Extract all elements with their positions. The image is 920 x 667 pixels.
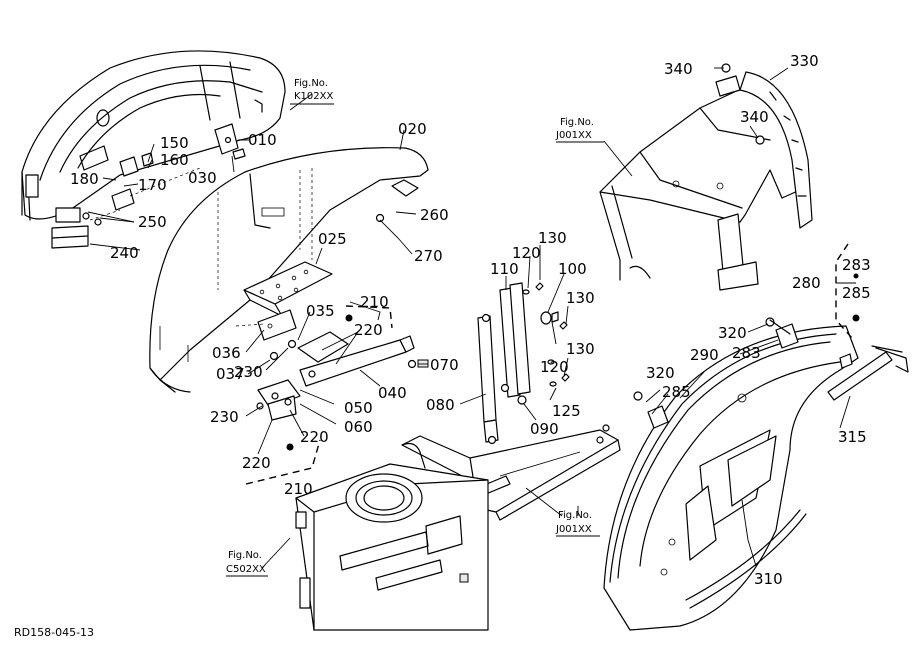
part-label-170: 170: [138, 176, 167, 194]
fuel-tank: [295, 463, 489, 631]
part-label-130-bottom: 130: [566, 340, 595, 358]
part-label-210-bottom: 210: [284, 480, 313, 498]
lower-frame: [401, 424, 621, 521]
fig-ref-j001-top-line1: Fig.No.: [560, 117, 594, 128]
part-label-340-bottom: 340: [740, 108, 769, 126]
part-label-310: 310: [754, 570, 783, 588]
part-label-120-bottom: 120: [540, 358, 569, 376]
leader-lines: [87, 67, 856, 569]
part-label-160: 160: [160, 151, 189, 169]
side-cover-020: [149, 147, 429, 393]
part-label-220-mid: 220: [300, 428, 329, 446]
part-label-330: 330: [790, 52, 819, 70]
part-label-285-top: 285: [842, 284, 871, 302]
hood-hardware: [51, 123, 246, 249]
part-label-270: 270: [414, 247, 443, 265]
part-label-230-top: 230: [234, 363, 263, 381]
part-label-020: 020: [398, 120, 427, 138]
part-label-150: 150: [160, 134, 189, 152]
part-label-320-top: 320: [718, 324, 747, 342]
fig-ref-j001-mid-line1: Fig.No.: [558, 510, 592, 521]
drawing-code: RD158-045-13: [14, 626, 94, 639]
part-label-230-bottom: 230: [210, 408, 239, 426]
rops-frame: [599, 79, 801, 291]
part-label-070: 070: [430, 356, 459, 374]
part-label-100: 100: [558, 260, 587, 278]
part-number-labels: 010 020 025 030 035 036 037 040 050 060 …: [70, 52, 871, 588]
part-label-260: 260: [420, 206, 449, 224]
part-label-315: 315: [838, 428, 867, 446]
bracket-025: [243, 261, 333, 361]
fig-ref-j001-top-line2: J001XX: [555, 130, 592, 141]
part-label-320-bottom: 320: [646, 364, 675, 382]
seal-315: [827, 345, 909, 401]
ref-dot-280: [852, 314, 860, 322]
part-label-220-bottom: 220: [242, 454, 271, 472]
part-label-025: 025: [318, 230, 347, 248]
part-label-010: 010: [248, 131, 277, 149]
fender-hardware: [633, 317, 853, 429]
ref-dot-283: [853, 273, 859, 279]
part-label-130-mid: 130: [566, 289, 595, 307]
part-label-180: 180: [70, 170, 99, 188]
hinge-arm-040: [256, 331, 429, 421]
part-label-290: 290: [690, 346, 719, 364]
fig-callout-lines: [226, 103, 604, 577]
fig-ref-j001-mid-line2: J001XX: [555, 524, 592, 535]
part-label-250: 250: [138, 213, 167, 231]
fig-ref-c502-line2: C502XX: [226, 564, 266, 575]
fender-290: [603, 325, 859, 631]
part-label-036: 036: [212, 344, 241, 362]
part-label-090: 090: [530, 420, 559, 438]
part-label-080: 080: [426, 396, 455, 414]
ref-dot-220: [286, 443, 294, 451]
part-label-037: 037: [216, 365, 245, 383]
part-label-035: 035: [306, 302, 335, 320]
fig-ref-c502-line1: Fig.No.: [228, 550, 262, 561]
part-label-060: 060: [344, 418, 373, 436]
ref-dot-210: [345, 314, 353, 322]
gas-strut: [477, 282, 531, 445]
part-label-110: 110: [490, 260, 519, 278]
construction-lines: [129, 167, 313, 327]
part-label-120-top: 120: [512, 244, 541, 262]
fig-ref-k102-line2: K102XX: [294, 91, 333, 102]
part-label-125: 125: [552, 402, 581, 420]
reference-dots: [286, 273, 860, 451]
part-label-240: 240: [110, 244, 139, 262]
group-brackets: [245, 243, 853, 485]
part-label-030: 030: [188, 169, 217, 187]
part-label-040: 040: [378, 384, 407, 402]
part-label-285-bottom: 285: [662, 383, 691, 401]
bracket-330: [715, 63, 813, 229]
part-label-050: 050: [344, 399, 373, 417]
fig-ref-k102-line1: Fig.No.: [294, 78, 328, 89]
part-label-340-top: 340: [664, 60, 693, 78]
part-label-130-top: 130: [538, 229, 567, 247]
pin-hardware: [522, 282, 570, 387]
part-label-220-top: 220: [354, 321, 383, 339]
part-label-283-top: 283: [842, 256, 871, 274]
part-label-283-bottom: 283: [732, 344, 761, 362]
part-label-210-top: 210: [360, 293, 389, 311]
part-label-280: 280: [792, 274, 821, 292]
